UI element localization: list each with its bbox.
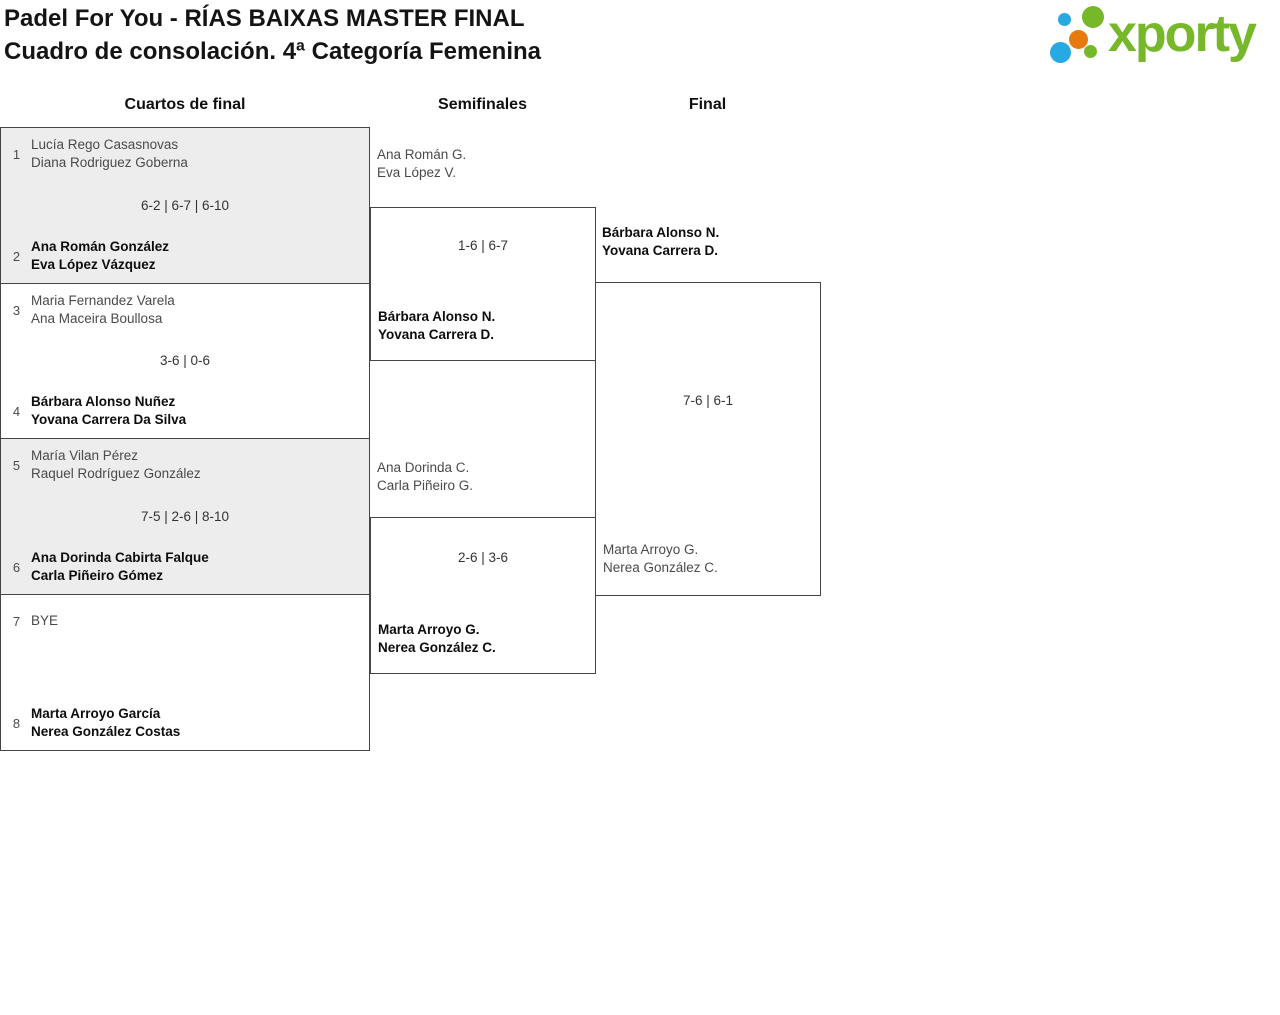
team-name: Maria Fernandez Varela Ana Maceira Boull…: [31, 293, 175, 326]
match-score: 2-6 | 3-6: [457, 550, 509, 565]
qf3-team-bottom: 6 Ana Dorinda Cabirta Falque Carla Piñei…: [9, 549, 361, 585]
final-team-top: Bárbara Alonso N. Yovana Carrera D.: [602, 225, 720, 258]
match-score: 7-5 | 2-6 | 8-10: [140, 508, 230, 524]
qf2-team-bottom: 4 Bárbara Alonso Nuñez Yovana Carrera Da…: [9, 393, 361, 429]
match-score: 1-6 | 6-7: [457, 238, 509, 253]
final-team-bottom: Marta Arroyo G. Nerea González C.: [603, 542, 718, 575]
tournament-name: Padel For You - RÍAS BAIXAS MASTER FINAL: [4, 5, 525, 32]
sf2-team-top: Ana Dorinda C. Carla Piñeiro G.: [377, 460, 474, 493]
team-name: Bárbara Alonso Nuñez Yovana Carrera Da S…: [31, 394, 187, 427]
round-header-cuartos: Cuartos de final: [124, 96, 246, 113]
seed-number: 4: [12, 403, 21, 419]
seed-number: 7: [12, 613, 21, 629]
seed-number: 8: [12, 715, 21, 731]
qf4-team-bottom: 8 Marta Arroyo García Nerea González Cos…: [9, 705, 361, 741]
sf2-team-bottom: Marta Arroyo G. Nerea González C.: [378, 622, 496, 655]
qf4-team-top: 7 BYE: [9, 603, 361, 639]
seed-number: 5: [12, 457, 21, 473]
qf2-team-top: 3 Maria Fernandez Varela Ana Maceira Bou…: [9, 292, 361, 328]
xporty-logo[interactable]: xporty: [1048, 4, 1276, 68]
team-name: María Vilan Pérez Raquel Rodríguez Gonzá…: [31, 448, 201, 481]
sf1-team-top: Ana Román G. Eva López V.: [377, 147, 467, 180]
match-score: 6-2 | 6-7 | 6-10: [140, 197, 230, 213]
qf-match-1: 1 Lucía Rego Casasnovas Diana Rodriguez …: [0, 127, 370, 284]
logo-dot-orange: [1069, 30, 1088, 49]
bracket-subtitle: Cuadro de consolación. 4ª Categoría Feme…: [4, 38, 541, 65]
match-score: 7-6 | 6-1: [682, 393, 734, 408]
seed-number: 1: [12, 146, 21, 162]
qf-match-4: 7 BYE 8 Marta Arroyo García Nerea Gonzál…: [0, 594, 370, 751]
final-match: 7-6 | 6-1 Marta Arroyo G. Nerea González…: [595, 282, 821, 596]
qf-match-2: 3 Maria Fernandez Varela Ana Maceira Bou…: [0, 283, 370, 439]
logo-dot-blue-small: [1058, 13, 1071, 26]
round-header-semifinales: Semifinales: [438, 96, 527, 113]
round-header-final: Final: [688, 96, 727, 113]
qf3-team-top: 5 María Vilan Pérez Raquel Rodríguez Gon…: [9, 447, 361, 483]
sf1-team-bottom: Bárbara Alonso N. Yovana Carrera D.: [378, 309, 496, 342]
logo-dot-green-large: [1082, 6, 1104, 28]
logo-wordmark: xporty: [1108, 5, 1257, 63]
team-name: Marta Arroyo García Nerea González Costa…: [31, 706, 181, 739]
sf-match-1: 1-6 | 6-7 Bárbara Alonso N. Yovana Carre…: [370, 207, 596, 361]
logo-dot-green-small: [1084, 45, 1097, 58]
qf1-team-top: 1 Lucía Rego Casasnovas Diana Rodriguez …: [9, 136, 361, 172]
team-name: Lucía Rego Casasnovas Diana Rodriguez Go…: [31, 137, 188, 170]
qf-match-3: 5 María Vilan Pérez Raquel Rodríguez Gon…: [0, 438, 370, 595]
page-title: Padel For You - RÍAS BAIXAS MASTER FINAL…: [4, 2, 541, 68]
match-score: 3-6 | 0-6: [159, 353, 211, 368]
logo-dot-blue-large: [1050, 42, 1071, 63]
sf-match-2: 2-6 | 3-6 Marta Arroyo G. Nerea González…: [370, 517, 596, 674]
seed-number: 2: [12, 248, 21, 264]
seed-number: 3: [12, 302, 21, 318]
qf1-team-bottom: 2 Ana Román González Eva López Vázquez: [9, 238, 361, 274]
team-name: BYE: [31, 613, 59, 628]
team-name: Ana Dorinda Cabirta Falque Carla Piñeiro…: [31, 550, 209, 583]
team-name: Ana Román González Eva López Vázquez: [31, 239, 170, 272]
seed-number: 6: [12, 559, 21, 575]
